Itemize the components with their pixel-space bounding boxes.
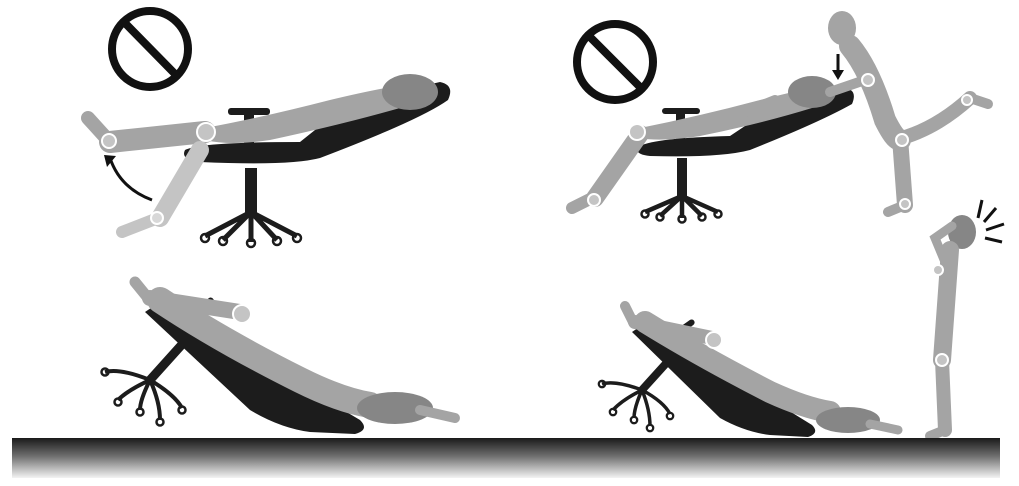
impact-burst-icon [978, 200, 1004, 242]
panel-tilt-back-feet-up [88, 11, 450, 247]
bystander-figure [930, 215, 976, 436]
panel-chair-tips-over-bystander [599, 200, 1004, 478]
panel-lean-on-backrest [572, 11, 988, 223]
motion-arrow [104, 155, 152, 200]
prohibition-icon [112, 11, 188, 87]
push-down-arrow [832, 54, 844, 80]
bystander-figure [828, 11, 988, 212]
prohibition-icon [577, 24, 653, 100]
floor [12, 438, 1000, 478]
